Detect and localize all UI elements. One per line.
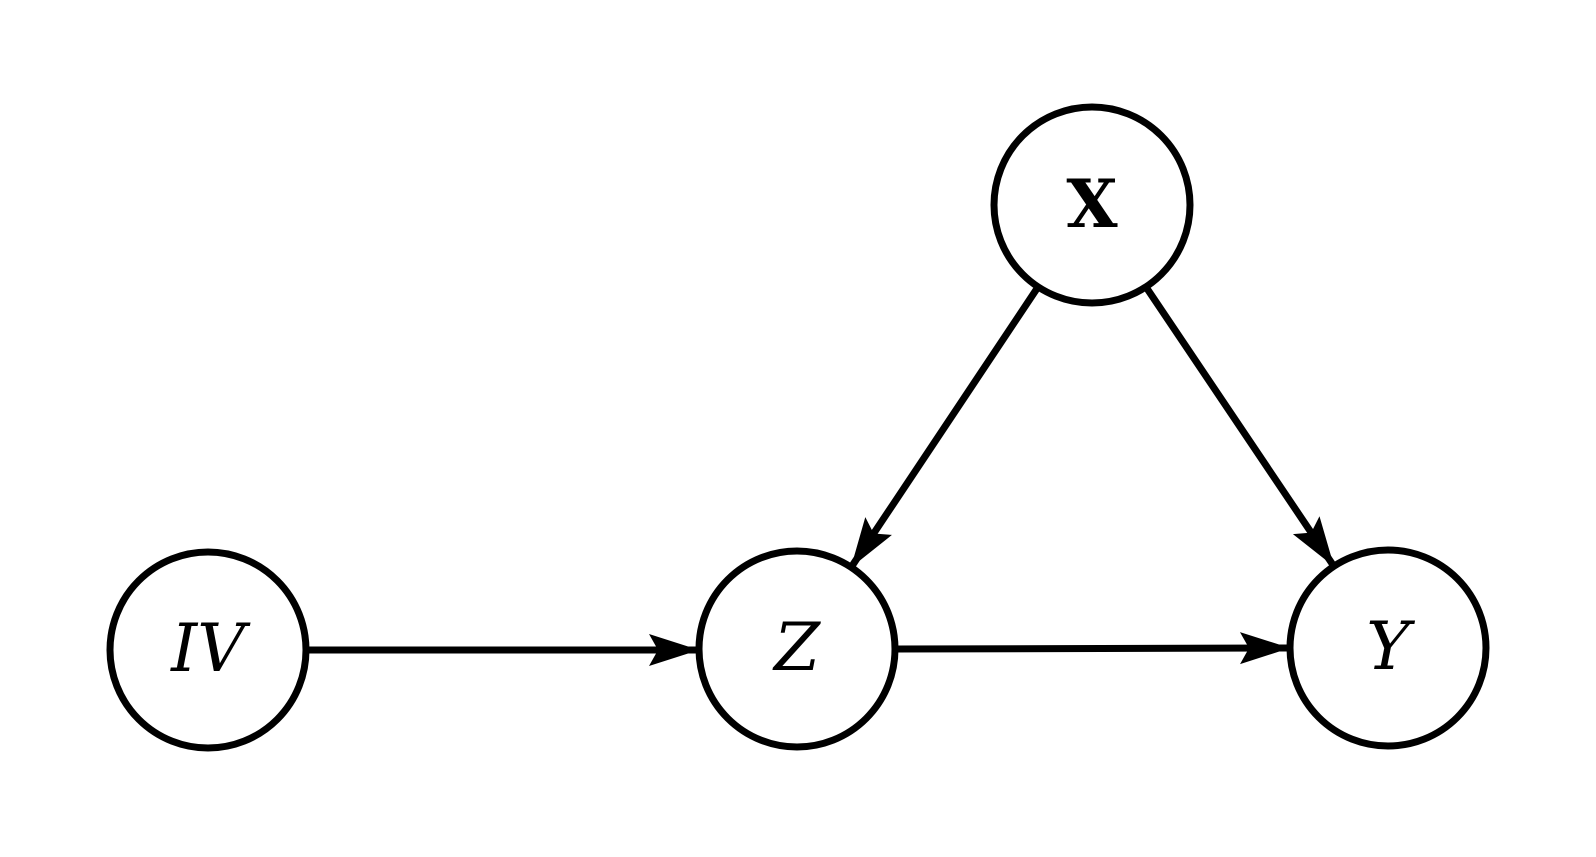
node-z-circle — [695, 547, 899, 751]
edge-x-to-z — [849, 285, 1041, 568]
node-x-circle — [990, 103, 1194, 307]
edge-x-to-y — [1143, 285, 1336, 567]
edge-z-to-y — [894, 632, 1290, 665]
node-x: X — [990, 103, 1194, 307]
node-z-label: Z — [772, 609, 821, 686]
node-x-label: X — [1066, 165, 1118, 243]
node-y-circle — [1286, 546, 1490, 750]
node-y-label: Y — [1366, 608, 1415, 685]
node-iv-label: IV — [170, 610, 251, 687]
node-iv: IV — [106, 548, 310, 752]
node-z: Z — [695, 547, 899, 751]
node-iv-circle — [106, 548, 310, 752]
node-y: Y — [1286, 546, 1490, 750]
